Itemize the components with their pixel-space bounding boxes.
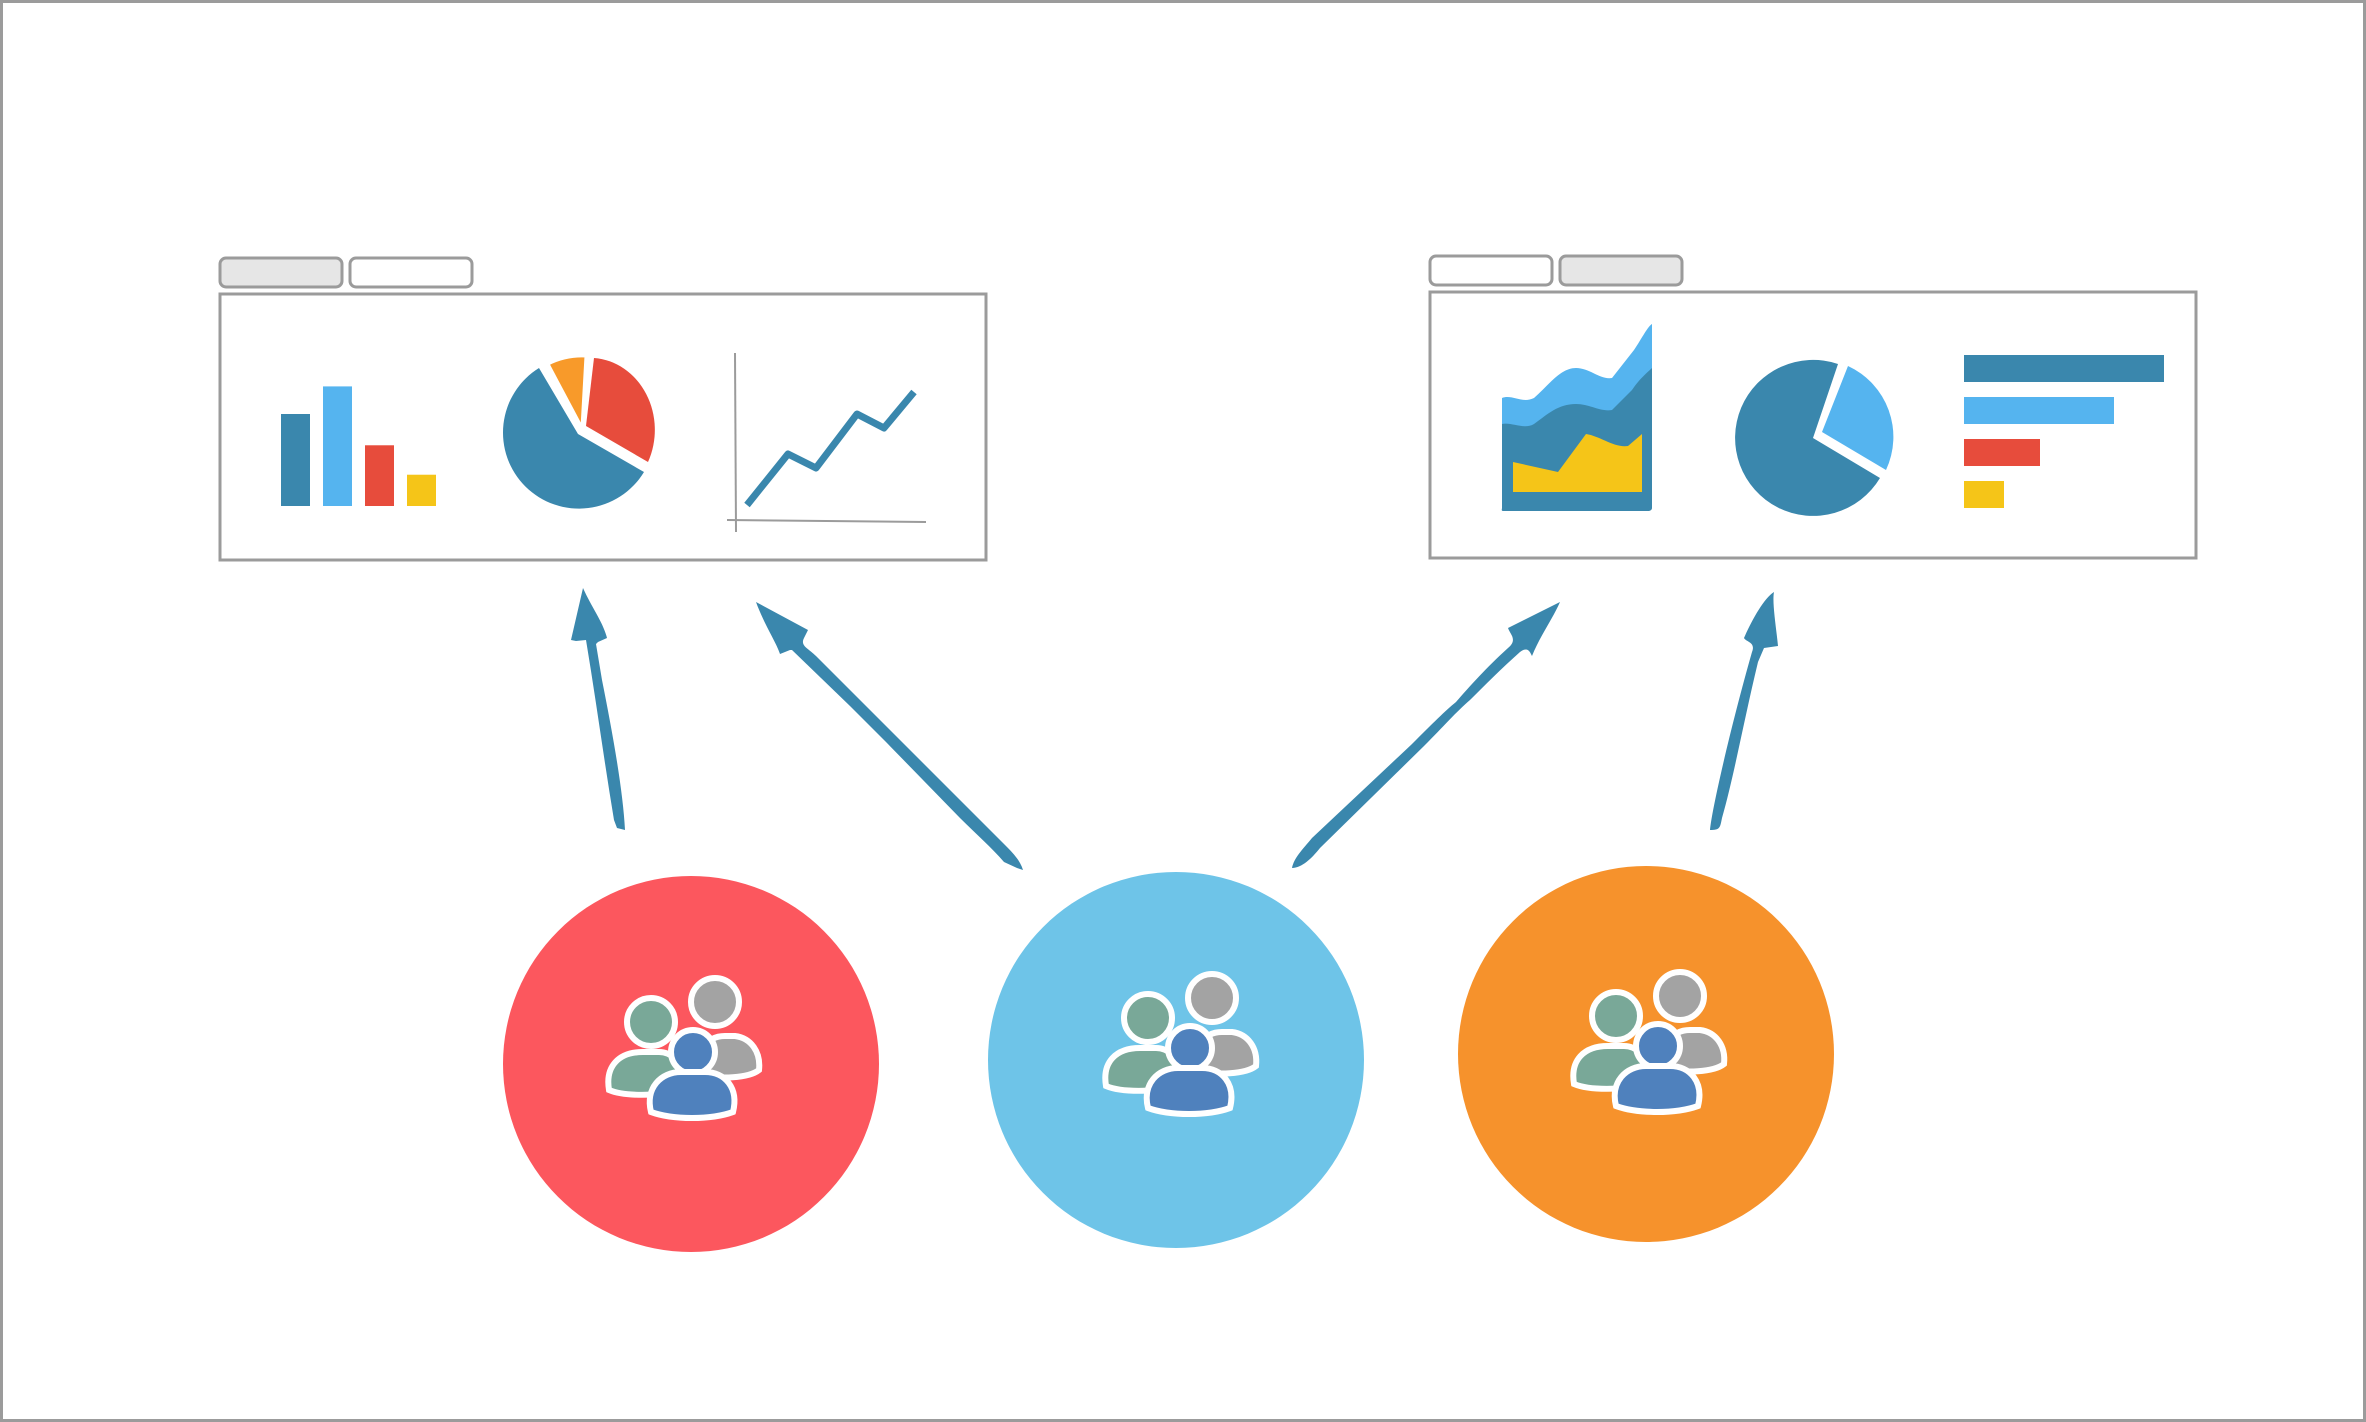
arrow-blue-to-right-dashboard — [1292, 602, 1560, 868]
line-chart-x-axis — [726, 519, 927, 523]
area-chart-icon — [1501, 324, 1652, 511]
tab-right-1[interactable] — [1428, 254, 1554, 287]
pie-slice-small — [1822, 366, 1894, 470]
tab-left-1[interactable] — [218, 256, 344, 289]
arrow-orange-to-right-dashboard — [1710, 592, 1778, 830]
user-group-red[interactable] — [503, 876, 879, 1252]
tab-left-2[interactable] — [348, 256, 474, 289]
right-dashboard — [1428, 254, 2198, 560]
line-chart-y-axis — [734, 352, 737, 533]
user-group-blue[interactable] — [988, 872, 1364, 1248]
tab-right-2[interactable] — [1558, 254, 1684, 287]
bar-chart-bar — [365, 445, 394, 506]
horizontal-bar-chart-icon — [1964, 355, 2164, 508]
area-layer-bottom — [1513, 434, 1642, 492]
horizontal-bar — [1964, 439, 2040, 466]
line-chart-series — [744, 389, 917, 508]
user-group-orange[interactable] — [1458, 866, 1834, 1242]
pie-slice-large — [502, 368, 644, 509]
pie-chart-icon — [1735, 359, 1894, 516]
bar-chart-icon — [281, 386, 436, 506]
arrow-red-to-left-dashboard — [571, 588, 625, 830]
horizontal-bar — [1964, 481, 2004, 508]
bar-chart-bar — [323, 386, 352, 506]
left-dashboard — [218, 256, 988, 562]
bar-chart-bar — [407, 474, 436, 506]
arrow-blue-to-left-dashboard — [756, 602, 1023, 870]
pie-slice-small — [545, 354, 588, 434]
pie-slice-medium — [586, 358, 655, 462]
horizontal-bar — [1964, 397, 2114, 424]
pie-slice-large — [1735, 359, 1880, 516]
horizontal-bar — [1964, 355, 2164, 382]
connection-arrows — [571, 588, 1778, 870]
pie-chart-icon — [502, 354, 655, 509]
line-chart-icon — [726, 352, 927, 533]
bar-chart-bar — [281, 414, 310, 506]
